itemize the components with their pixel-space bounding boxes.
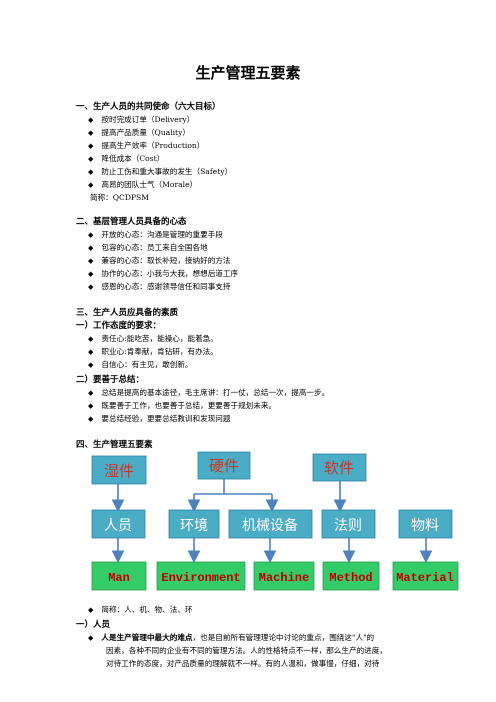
list-item: ◆包容的心态：员工来自全国各地 — [88, 243, 208, 252]
diagram-label-software: 软件 — [324, 459, 354, 477]
list-item: ◆ 人是生产管理中最大的难点，也是目前所有管理理论中讨论的重点，围绕这"人"的 — [88, 632, 374, 643]
list-item: ◆提高生产效率（Production） — [88, 141, 205, 150]
diagram-box-hardware — [197, 451, 251, 480]
diagram-box-method — [321, 509, 376, 539]
diagram-label-machinery: 机械设备 — [242, 517, 298, 534]
diamond-bullet-icon: ◆ — [88, 402, 94, 410]
list-item: ◆兼容的心态：取长补短，接纳好的方法 — [88, 256, 231, 265]
list-item: ◆感恩的心态：感谢领导信任和同事支持 — [88, 282, 231, 291]
diagram-label-wetware: 湿件 — [104, 462, 134, 480]
diagram-box-material — [398, 509, 453, 539]
diamond-bullet-icon: ◆ — [88, 283, 94, 291]
middle-row: 人员 环境 机械设备 法则 物料 — [91, 509, 453, 539]
diagram-connectors — [111, 478, 433, 564]
list-item: ◆防止工伤和重大事故的发生（Safety） — [88, 167, 233, 176]
diamond-bullet-icon: ◆ — [88, 389, 94, 397]
diagram-label-people: 人员 — [104, 518, 132, 534]
diagram-box-man — [91, 561, 147, 591]
list-item: ◆按时完成订单（Delivery） — [88, 115, 195, 124]
paragraph-line: 对待工作的态度，对产品质量的理解就不一样。有的人温和，做事慢，仔细，对待 — [106, 659, 380, 668]
diamond-bullet-icon: ◆ — [88, 257, 94, 265]
diamond-bullet-icon: ◆ — [88, 361, 94, 369]
diagram-label-method: 法则 — [334, 518, 362, 534]
diamond-bullet-icon: ◆ — [88, 415, 94, 423]
section-2-heading: 二、基层管理人员具备的心态 — [76, 217, 187, 227]
list-item: ◆总结是提高的基本途径，毛主席讲：打一仗，总结一次，提高一步。 — [88, 388, 330, 397]
list-item: ◆简称：人、机、物、法、环 — [88, 605, 193, 614]
diamond-bullet-icon: ◆ — [88, 168, 94, 176]
list-item: ◆高昂的团队士气（Morale） — [88, 180, 198, 189]
diamond-bullet-icon: ◆ — [88, 231, 94, 239]
list-item: ◆既要善于工作，也要善于总结，更要善于规划未来。 — [88, 401, 277, 410]
list-item: ◆要总结经验，更要总结教训和发现问题 — [88, 414, 231, 423]
bullet-rest-text: ，也是目前所有管理理论中讨论的重点，围绕这"人"的 — [192, 633, 375, 642]
diamond-bullet-icon: ◆ — [88, 348, 94, 356]
diamond-bullet-icon: ◆ — [88, 129, 94, 137]
section-3-sub-1-heading: 一）工作态度的要求： — [76, 321, 162, 331]
top-row: 湿件 硬件 软件 — [91, 451, 367, 485]
diagram-box-environment — [168, 509, 220, 539]
section-1-note: 简称：QCDPSM — [90, 193, 149, 202]
section-3-sub-2-heading: 二）要善于总结： — [76, 375, 145, 385]
diamond-bullet-icon: ◆ — [88, 634, 94, 642]
list-item: ◆提高产品质量（Quality） — [88, 128, 190, 137]
diagram-box-machinery — [228, 509, 313, 539]
diagram-box-method-en — [322, 561, 380, 591]
diamond-bullet-icon: ◆ — [88, 244, 94, 252]
diamond-bullet-icon: ◆ — [88, 606, 94, 614]
diagram-label-environment-en: Environment — [161, 571, 240, 585]
diamond-bullet-icon: ◆ — [88, 270, 94, 278]
list-item: ◆开放的心态：沟通是管理的重要手段 — [88, 230, 223, 239]
section-1-heading: 一、生产人员的共同使命（六大目标） — [76, 102, 221, 112]
bottom-row: Man Environment Machine Method Material — [91, 561, 459, 591]
section-4-heading: 四、生产管理五要素 — [76, 440, 153, 450]
diagram-label-environment: 环境 — [180, 518, 208, 534]
section-3-heading: 三、生产人员应具备的素质 — [76, 308, 179, 318]
list-item: ◆自信心：有主见，敢创新。 — [88, 360, 193, 369]
diagram-box-wetware — [91, 455, 147, 485]
diamond-bullet-icon: ◆ — [88, 142, 94, 150]
diagram-box-software — [312, 453, 367, 482]
bullet-bold-text: 人是生产管理中最大的难点 — [101, 633, 193, 642]
diamond-bullet-icon: ◆ — [88, 335, 94, 343]
diagram-box-material-en — [392, 561, 459, 591]
diamond-bullet-icon: ◆ — [88, 116, 94, 124]
list-item: ◆协作的心态：小我与大我，想想后道工序 — [88, 269, 239, 278]
diamond-bullet-icon: ◆ — [88, 155, 94, 163]
page-title: 生产管理五要素 — [195, 64, 301, 82]
paragraph-line: 因素，各种不同的企业有不同的管理方法。人的性格特点不一样，那么生产的进度， — [106, 646, 387, 655]
diagram-label-machine: Machine — [259, 571, 309, 585]
list-item: ◆职业心:肯奉献，肯钻研，有办法。 — [88, 347, 218, 356]
diagram-box-environment-en — [156, 561, 246, 591]
diagram-label-material-en: Material — [396, 571, 454, 585]
list-item: ◆责任心:能吃苦，能操心，能着急。 — [88, 334, 218, 343]
diagram-label-hardware: 硬件 — [209, 457, 239, 475]
diagram-box-machine — [253, 561, 315, 591]
diagram-label-man: Man — [108, 571, 130, 585]
list-item: ◆降低成本（Cost） — [88, 154, 165, 163]
diagram-label-method-en: Method — [329, 571, 372, 585]
section-4-sub-1-heading: 一）人员 — [76, 620, 111, 630]
diamond-bullet-icon: ◆ — [88, 181, 94, 189]
diagram-box-people — [91, 509, 146, 539]
diagram-label-material: 物料 — [411, 518, 439, 534]
